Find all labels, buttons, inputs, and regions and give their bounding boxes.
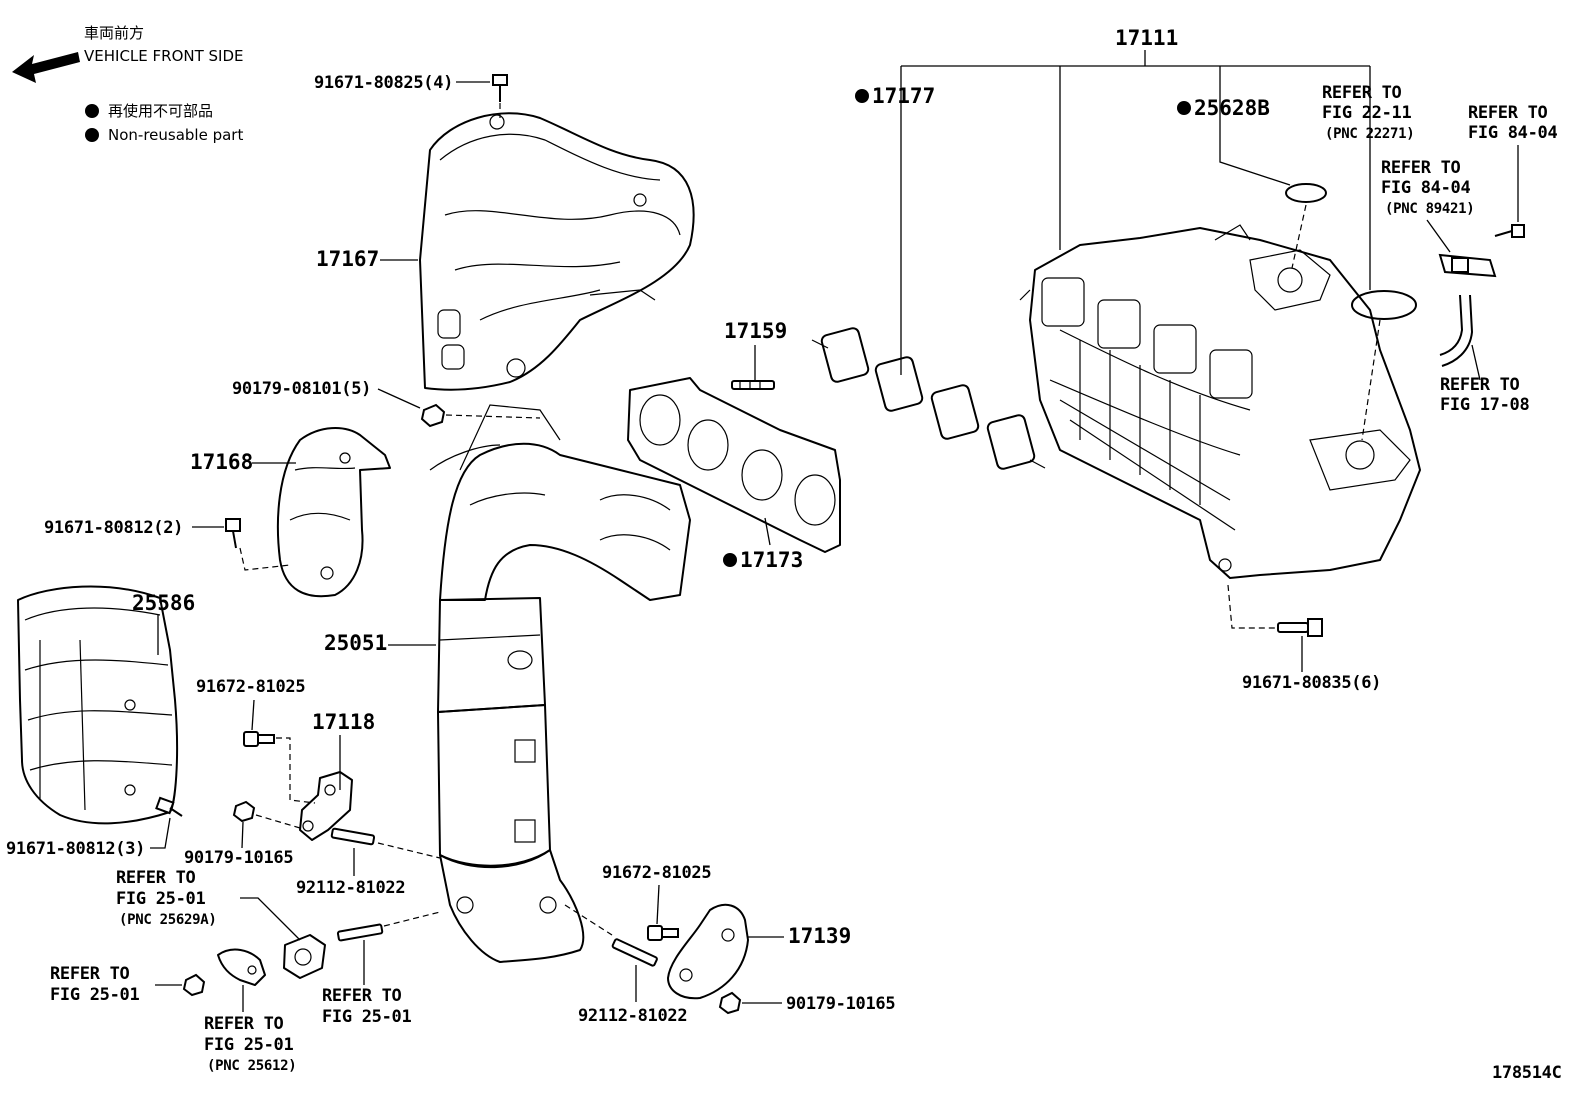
label-17159: 17159 [724, 319, 787, 343]
intake-gaskets-17177 [811, 327, 1046, 470]
heat-insulator-17168 [276, 427, 391, 598]
refer-fig-25-01-left: REFER TO FIG 25-01 [50, 964, 139, 1005]
bracket-17118 [299, 771, 353, 841]
bolt-91672-81025-icon [647, 925, 679, 941]
bolt-91671-80812-icon [155, 796, 183, 817]
non-reusable-dot-icon [85, 104, 99, 118]
label-91671-80812-2: 91671-80812(2) [44, 518, 183, 538]
label-92112-81022-b: 92112-81022 [578, 1006, 687, 1026]
label-17139: 17139 [788, 924, 851, 948]
non-reusable-dot-icon [1177, 101, 1191, 115]
label-91671-80835: 91671-80835(6) [1242, 673, 1381, 693]
non-reusable-dot-icon [85, 128, 99, 142]
bolt-91671-80825-icon [492, 74, 508, 102]
label-25051: 25051 [324, 631, 387, 655]
legend-en: Non-reusable part [108, 126, 243, 144]
refer-fig-25-01-pnc-25612: REFER TO FIG 25-01 (PNC 25612) [204, 1014, 303, 1074]
label-17167: 17167 [316, 247, 379, 271]
label-17173: 17173 [740, 548, 803, 572]
label-17177: 17177 [872, 84, 935, 108]
exhaust-manifold-converter-25051 [429, 404, 691, 963]
o-ring-25628B-icon [1285, 183, 1327, 203]
label-25628B: 25628B [1194, 96, 1270, 120]
refer-fig-84-04-top: REFER TO FIG 84-04 [1468, 103, 1557, 143]
heat-shield-25586 [17, 585, 179, 825]
bolt-89421-icon [1494, 224, 1525, 238]
refer-fig-84-04-pnc: REFER TO FIG 84-04 (PNC 89421) [1381, 158, 1480, 217]
stud-icon [336, 923, 384, 942]
nut-90179-10165-icon [232, 800, 256, 823]
label-17111: 17111 [1115, 26, 1178, 50]
nut-90179-08101-icon [420, 403, 446, 428]
bracket-17139 [667, 903, 749, 1000]
label-90179-10165-a: 90179-10165 [184, 848, 293, 868]
legend-jp: 再使用不可部品 [108, 102, 213, 120]
bolt-91672-81025-icon [243, 731, 275, 747]
front-side-jp: 車両前方 [84, 24, 144, 42]
front-side-en: VEHICLE FRONT SIDE [84, 47, 244, 65]
bolt-91671-80835-icon [1277, 618, 1323, 637]
refer-fig-25-01-mid: REFER TO FIG 25-01 [322, 986, 411, 1027]
label-91672-81025-b: 91672-81025 [602, 863, 711, 883]
bolt-91671-80812-icon [225, 518, 241, 549]
exhaust-gasket-17173 [627, 377, 841, 553]
o-ring-22271-icon [1351, 290, 1417, 320]
refer-fig-25-01-pnc-25629A: REFER TO FIG 25-01 (PNC 25629A) [116, 868, 217, 928]
label-91671-80825: 91671-80825(4) [314, 73, 453, 93]
hose-17-08-icon [1439, 294, 1473, 367]
front-arrow-icon [12, 52, 80, 83]
label-92112-81022-a: 92112-81022 [296, 878, 405, 898]
label-91671-80812-3: 91671-80812(3) [6, 839, 145, 859]
stud-92112-81022-icon [330, 827, 376, 846]
nut-90179-10165-icon [718, 991, 742, 1015]
label-90179-08101: 90179-08101(5) [232, 379, 371, 399]
non-reusable-dot-icon [855, 89, 869, 103]
label-91672-81025-a: 91672-81025 [196, 677, 305, 697]
figure-id: 178514C [1492, 1063, 1562, 1083]
label-90179-10165-b: 90179-10165 [786, 994, 895, 1014]
label-17168: 17168 [190, 450, 253, 474]
non-reusable-dot-icon [723, 553, 737, 567]
map-sensor-89421-icon [1438, 253, 1497, 278]
refer-fig-22-11: REFER TO FIG 22-11 (PNC 22271) [1322, 83, 1421, 142]
clamp-25612-icon [217, 948, 266, 986]
nut-25-01-icon [182, 973, 206, 997]
gasket-25629A-icon [283, 934, 326, 979]
label-17118: 17118 [312, 710, 375, 734]
stud-17159-icon [731, 380, 775, 390]
refer-fig-17-08: REFER TO FIG 17-08 [1440, 375, 1529, 415]
label-25586: 25586 [132, 591, 195, 615]
stud-92112-81022-icon [611, 938, 658, 967]
intake-manifold-17111 [1019, 224, 1421, 579]
heat-insulator-17167 [419, 112, 695, 391]
